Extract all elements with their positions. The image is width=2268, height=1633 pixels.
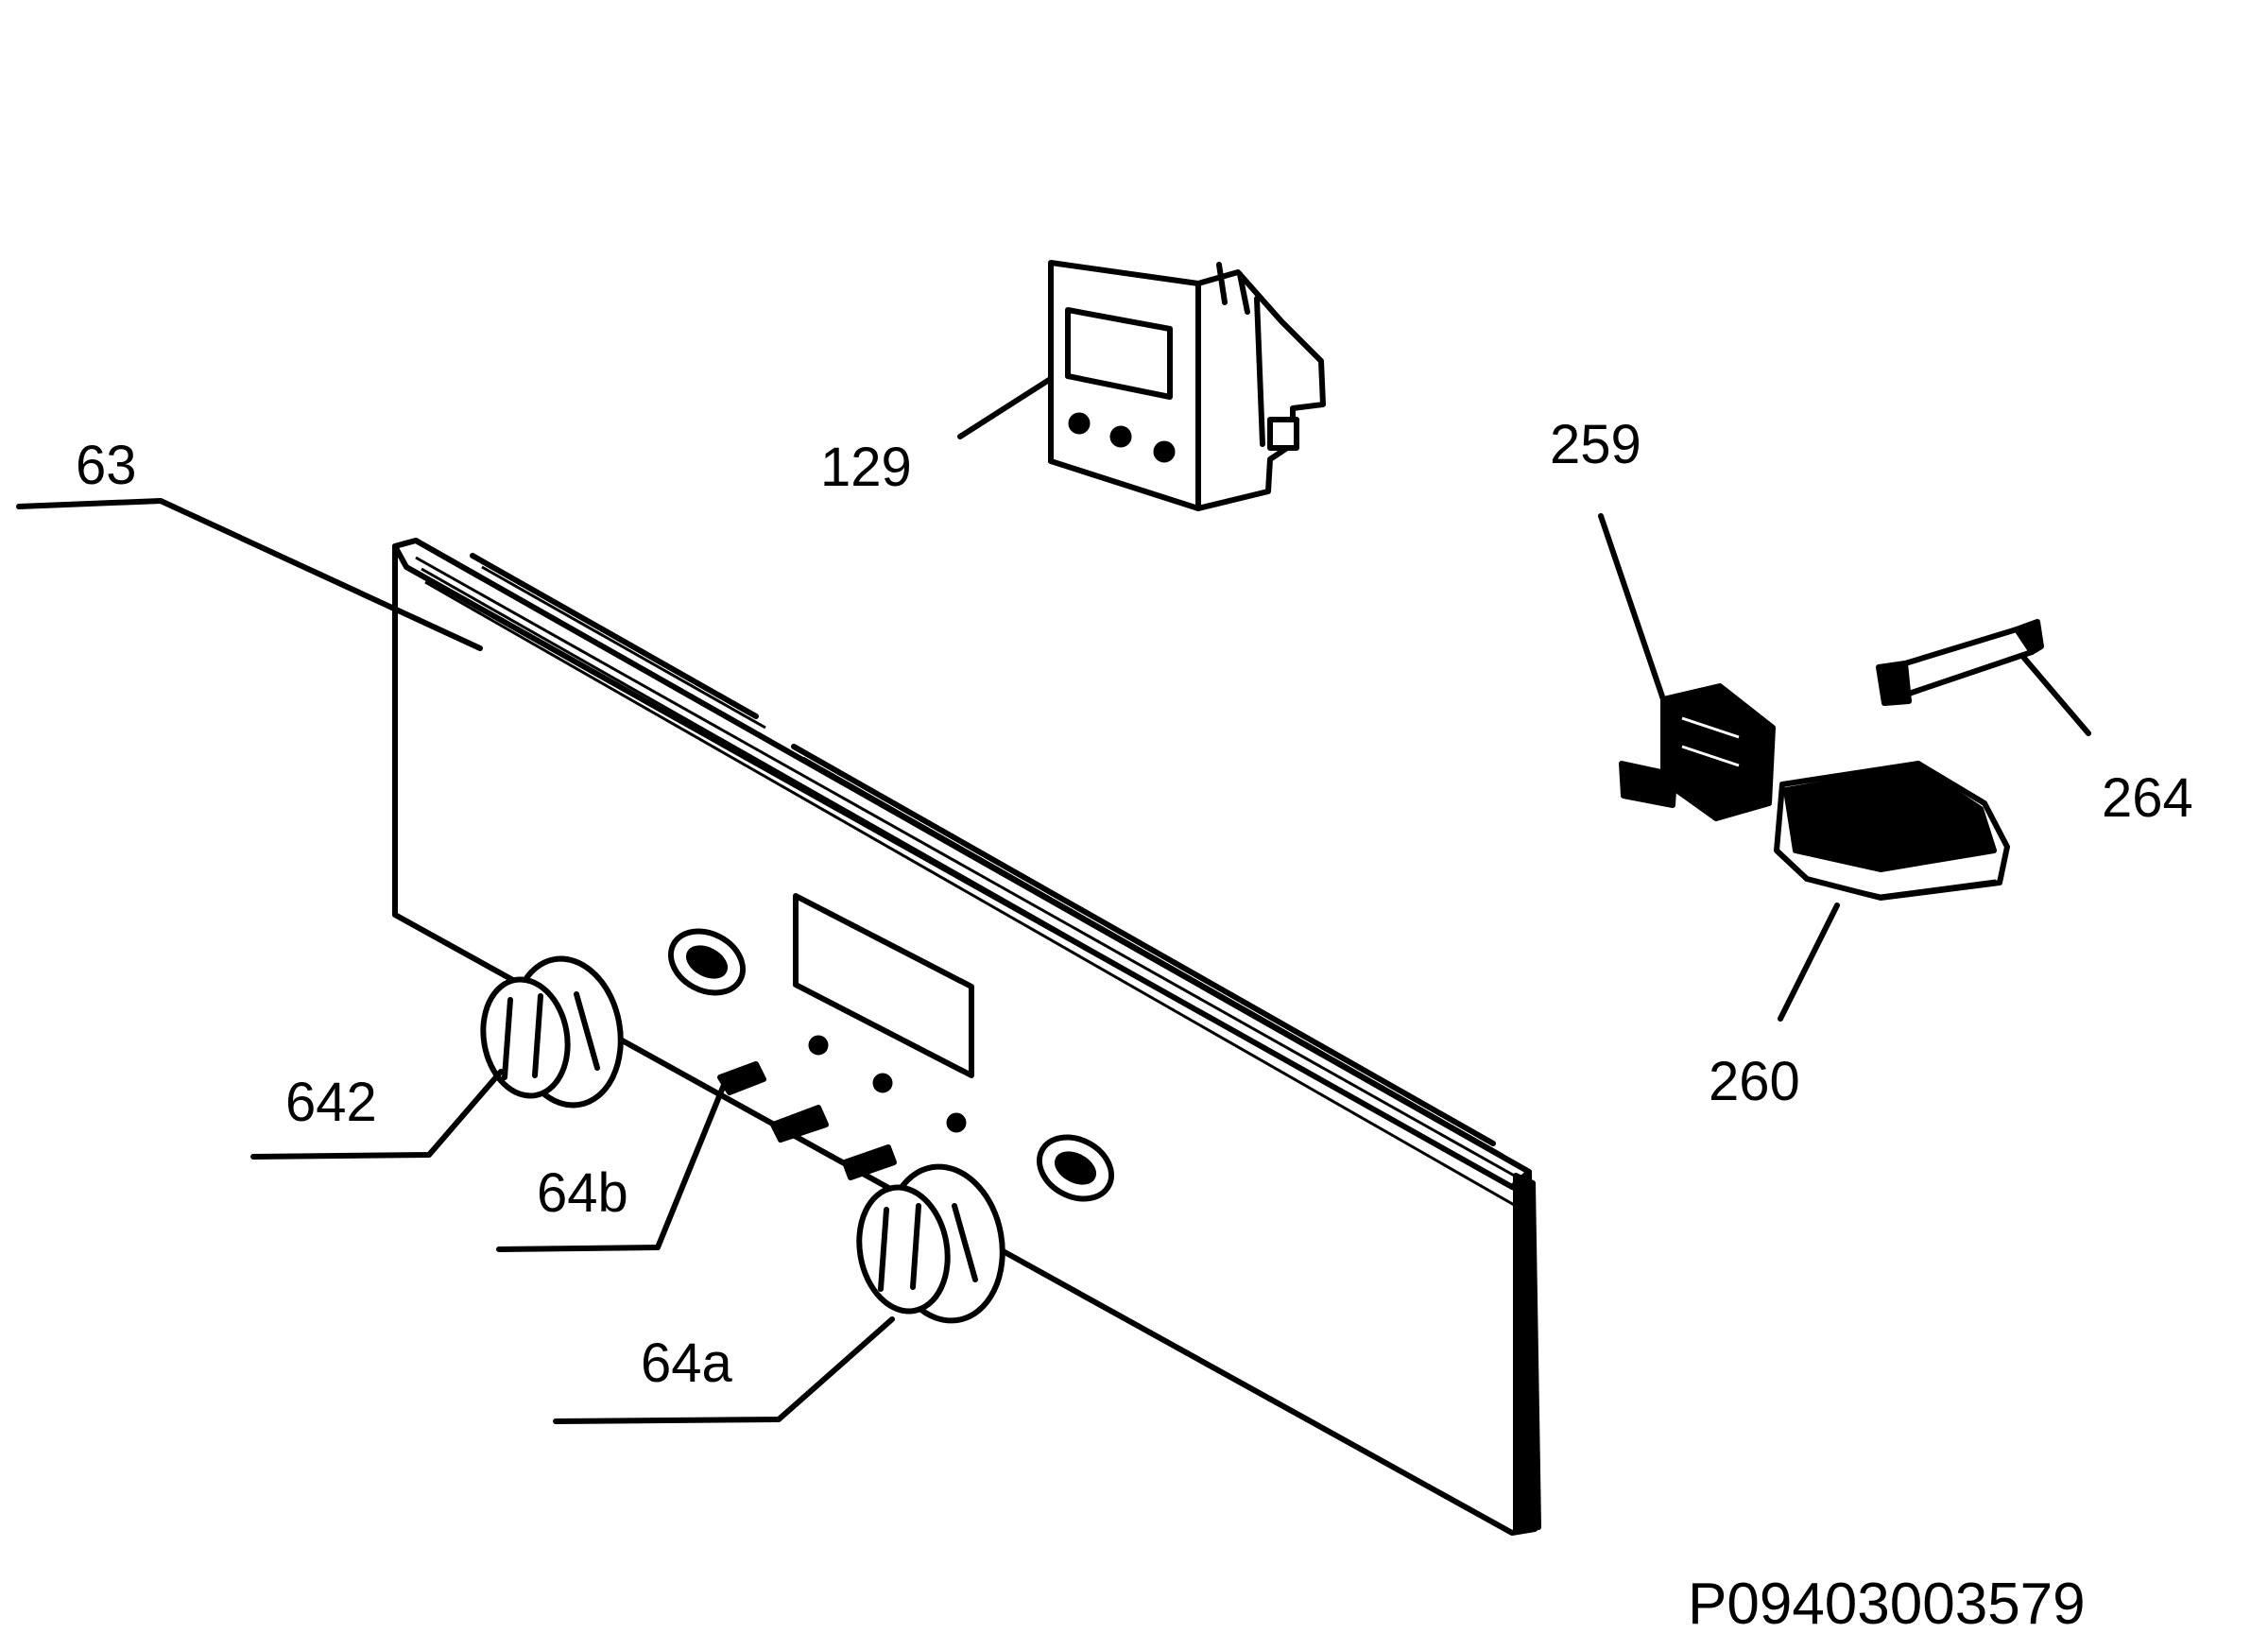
label-64a: 64a — [641, 1332, 733, 1394]
switch-259 — [1619, 683, 1776, 821]
drawing-code: P09403003579 — [1688, 1572, 2086, 1633]
connector-260 — [1774, 761, 2010, 901]
control-panel — [392, 538, 1541, 1536]
label-129: 129 — [820, 437, 912, 498]
label-642: 642 — [285, 1072, 377, 1133]
lamp-264 — [1876, 619, 2044, 706]
knob-642 — [480, 955, 624, 1109]
label-264: 264 — [2102, 767, 2193, 829]
leader-lines — [16, 377, 2091, 1424]
timer-module-129 — [1048, 260, 1326, 511]
knob-64a — [856, 1163, 1005, 1324]
label-259: 259 — [1550, 414, 1641, 475]
label-260: 260 — [1709, 1051, 1800, 1112]
label-64b: 64b — [537, 1162, 628, 1224]
label-63: 63 — [76, 435, 137, 496]
shaft-64b — [717, 1061, 897, 1180]
